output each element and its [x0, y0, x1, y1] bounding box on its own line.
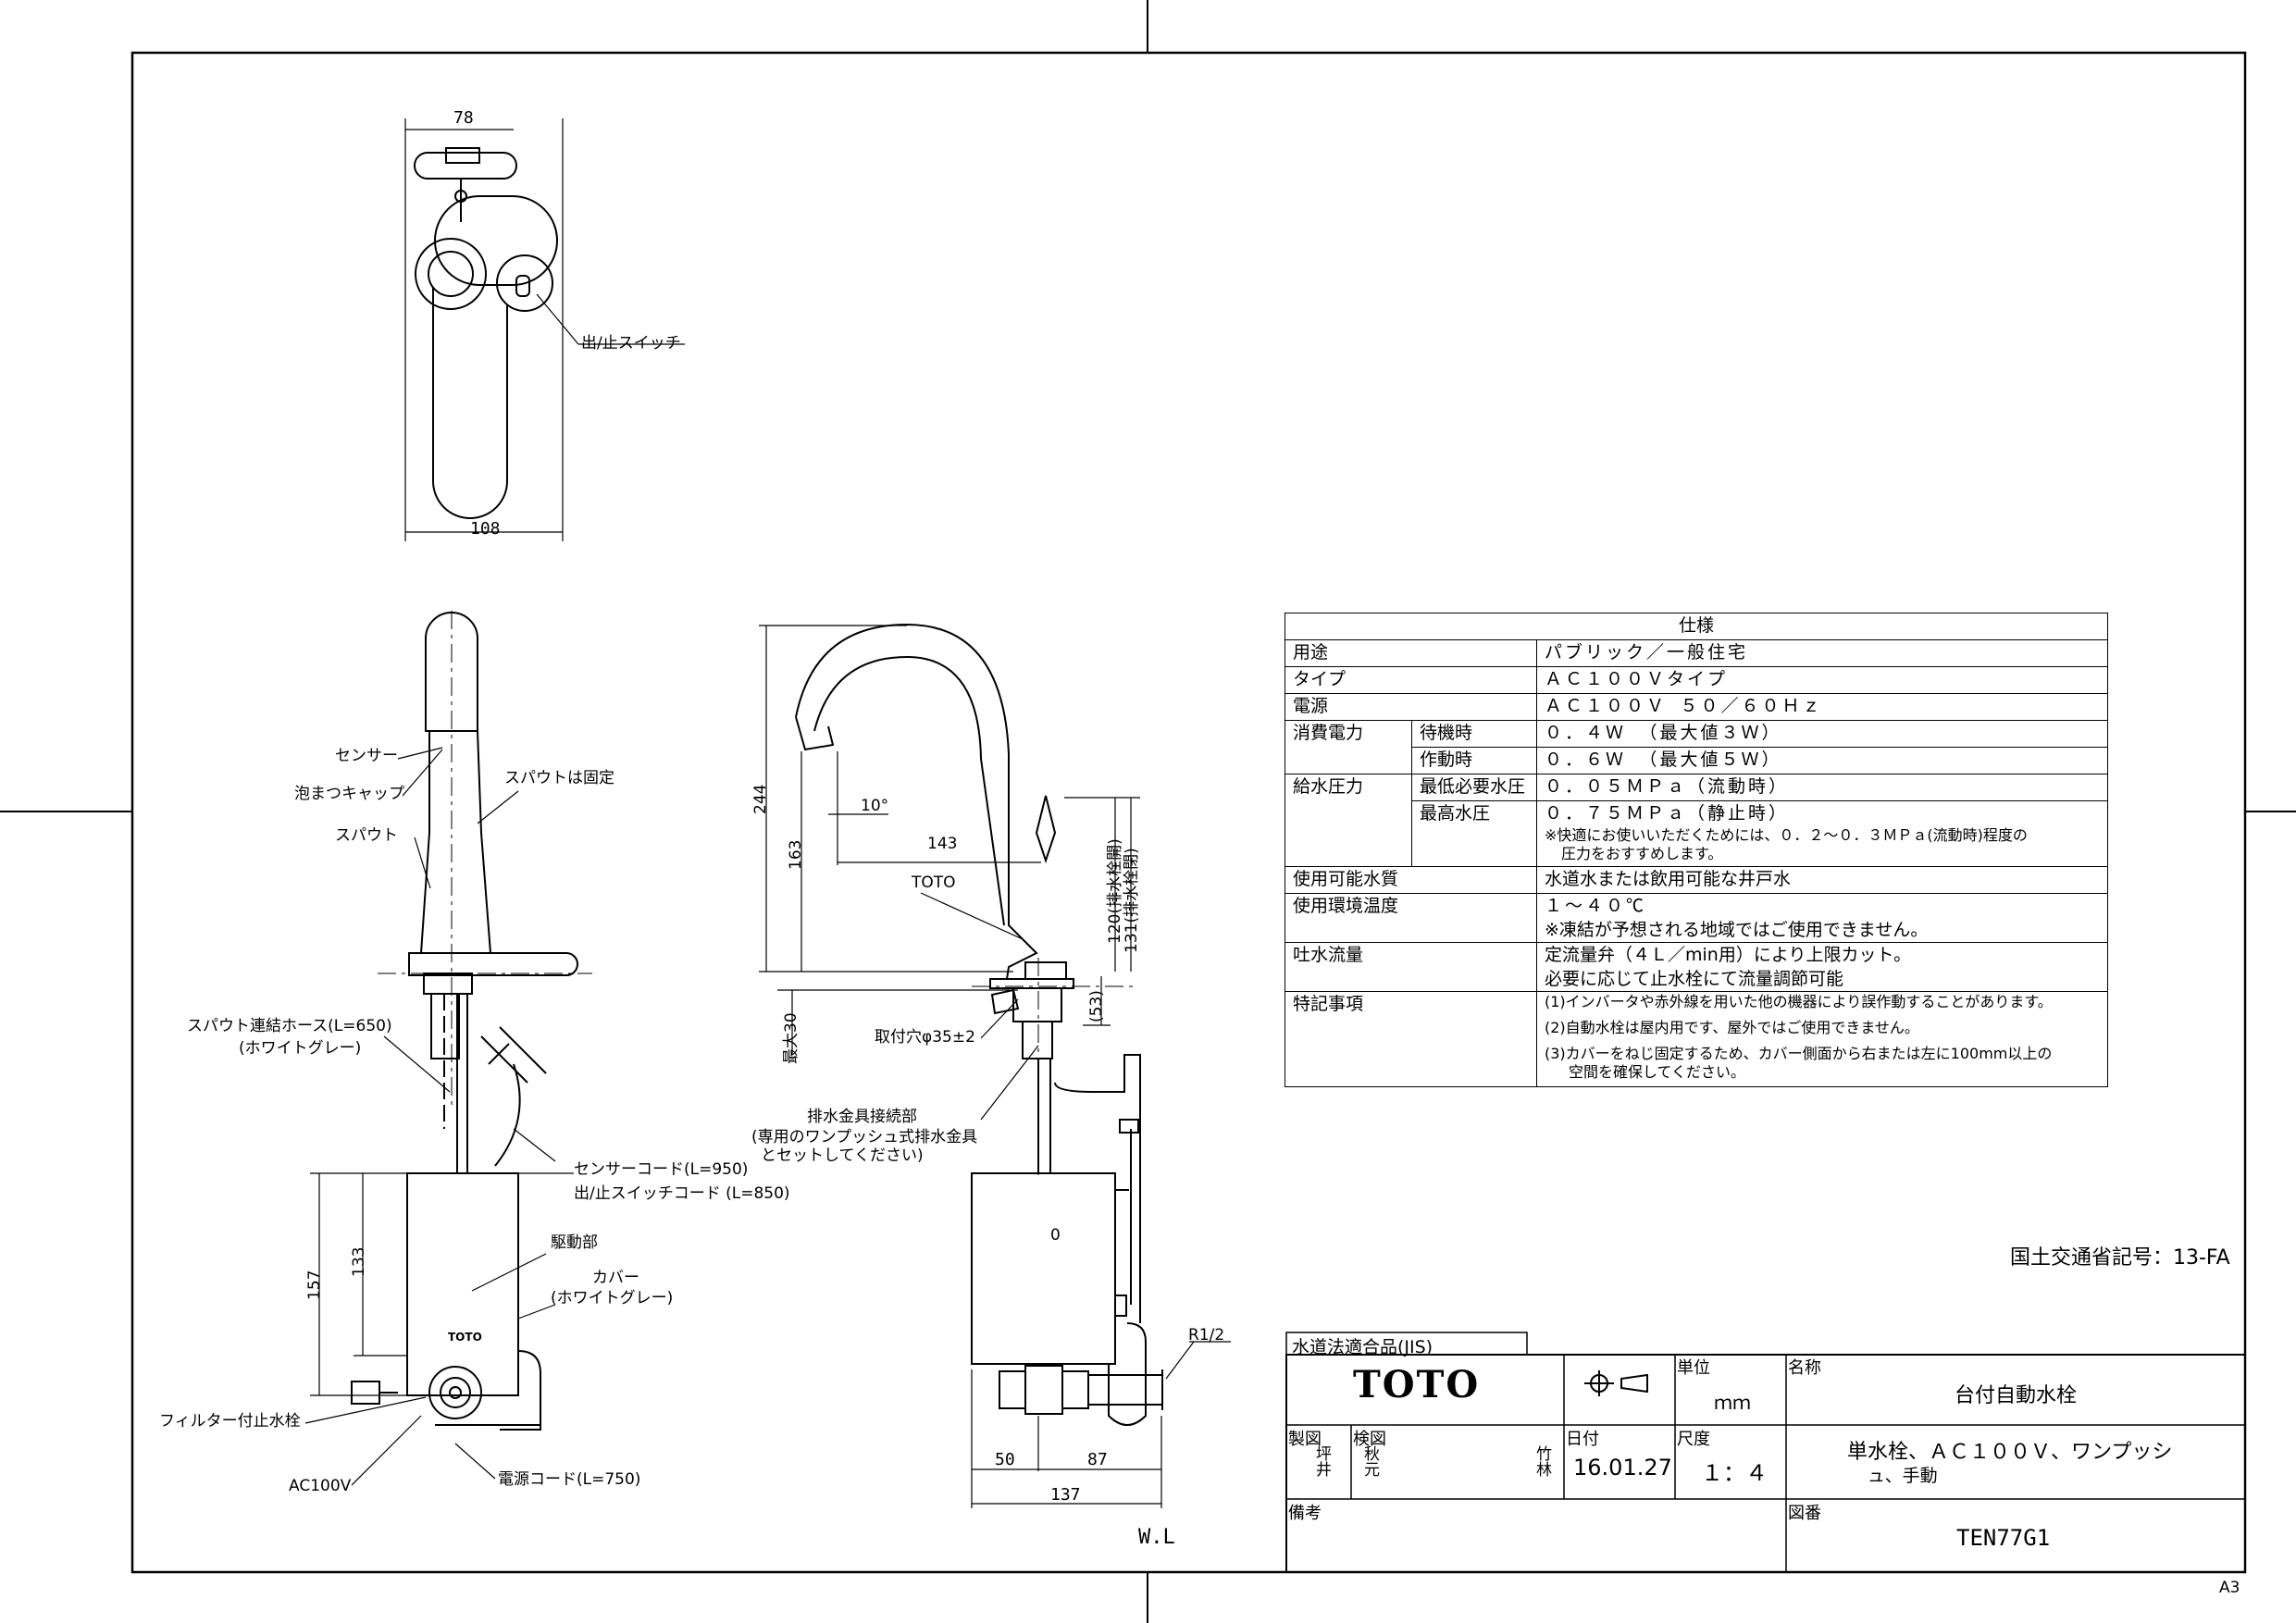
- spec-note: 圧力をおすすめします。: [1561, 845, 1723, 862]
- unit-logo: TOTO: [448, 1331, 482, 1344]
- spec-label: 用途: [1285, 639, 1537, 667]
- checked-by: 秋元: [1360, 1445, 1379, 1477]
- jis-mark: 水道法適合品(JIS): [1292, 1337, 1433, 1357]
- brand-logo: TOTO: [1353, 1363, 1481, 1406]
- label-sensor-cord: センサーコード(L=950): [574, 1160, 749, 1179]
- drawn-label: 製図: [1288, 1430, 1322, 1449]
- scale-label: 尺度: [1677, 1430, 1710, 1449]
- dim-10deg: 10°: [861, 797, 889, 815]
- label-cover-color: (ホワイトグレー): [551, 1289, 674, 1307]
- label-sensor: センサー: [335, 747, 398, 765]
- mlit-code: 国土交通省記号：13-FA: [2010, 1246, 2230, 1270]
- dim-87: 87: [1087, 1450, 1108, 1469]
- label-o-mark: 0: [1050, 1226, 1061, 1245]
- spec-title: 仕様: [1285, 613, 2108, 640]
- date-label: 日付: [1566, 1430, 1599, 1449]
- dim-143: 143: [927, 835, 958, 853]
- spec-note: (2)自動水栓は屋内用です、屋外ではご使用できません。: [1545, 1019, 1919, 1036]
- desc-line1: 単水栓、ＡＣ１００Ｖ、ワンプッシ: [1847, 1441, 2173, 1464]
- spec-sublabel: 作動時: [1411, 747, 1537, 774]
- label-mount-hole: 取付穴φ35±2: [875, 1028, 975, 1047]
- spec-note: ※凍結が予想される地域ではご使用できません。: [1545, 920, 1929, 940]
- dim-53: (53): [1087, 990, 1106, 1022]
- product-name: 台付自動水栓: [1955, 1384, 2078, 1407]
- remarks-label: 備考: [1288, 1504, 1322, 1523]
- drawing-no: TEN77G1: [1956, 1525, 2051, 1551]
- dim-157: 157: [305, 1270, 324, 1300]
- spec-label: タイプ: [1285, 666, 1537, 694]
- label-filter-valve: フィルター付止水栓: [159, 1412, 301, 1431]
- spec-value: ＡＣ１００Ｖ ５０／６０Ｈｚ: [1536, 693, 2108, 721]
- spec-value: 必要に応じて止水栓にて流量調節可能: [1545, 969, 1844, 989]
- label-spout-fixed: スパウトは固定: [504, 769, 614, 787]
- spec-value: ０．０５ＭＰａ（流動時）: [1536, 774, 2108, 801]
- label-drain-note2: とセットしてください): [761, 1146, 924, 1165]
- label-drive-unit: 駆動部: [551, 1233, 598, 1252]
- label-spout: スパウト: [335, 826, 398, 845]
- spec-sublabel: 最高水圧: [1411, 800, 1537, 867]
- spec-sublabel: 最低必要水圧: [1411, 774, 1537, 801]
- spec-note: 空間を確保してください。: [1569, 1063, 1746, 1081]
- date-value: 16.01.27: [1573, 1455, 1672, 1481]
- unit-label: 単位: [1677, 1358, 1710, 1378]
- spec-sublabel: 待機時: [1411, 720, 1537, 748]
- label-ac100v: AC100V: [289, 1477, 352, 1495]
- dim-108: 108: [470, 519, 501, 539]
- label-toto-front: TOTO: [912, 873, 956, 892]
- desc-line2: ュ、手動: [1868, 1466, 1938, 1486]
- label-power-cord: 電源コード(L=750): [498, 1470, 641, 1489]
- drawn-by: 坪井: [1312, 1445, 1331, 1477]
- spec-label: 特記事項: [1285, 991, 1537, 1087]
- spec-label: 吐水流量: [1285, 942, 1537, 992]
- spec-value: ０．６Ｗ （最大値５Ｗ）: [1536, 747, 2108, 774]
- label-switch: 出/止スイッチ: [581, 334, 681, 353]
- label-aerator-cap: 泡まつキャップ: [294, 785, 404, 803]
- dim-131: 131(排水栓閉): [1123, 848, 1141, 953]
- spec-value: 水道水または飲用可能な井戸水: [1536, 866, 2108, 894]
- unit-value: ｍｍ: [1714, 1392, 1751, 1414]
- spec-label: 使用可能水質: [1285, 866, 1537, 894]
- spec-value: 定流量弁（４Ｌ／min用）により上限カット。: [1545, 945, 1912, 965]
- waterline: W.L: [1138, 1526, 1175, 1549]
- dim-50: 50: [995, 1450, 1015, 1469]
- sheet-size: A3: [2219, 1579, 2240, 1597]
- label-cover: カバー: [592, 1269, 639, 1287]
- spec-value: ０．４Ｗ （最大値３Ｗ）: [1536, 720, 2108, 748]
- spec-label: 給水圧力: [1285, 774, 1412, 867]
- checked-label: 検図: [1353, 1430, 1386, 1449]
- dim-163: 163: [787, 839, 805, 870]
- spec-value: １～４０℃: [1545, 896, 1647, 916]
- dim-78: 78: [453, 108, 474, 128]
- spec-label: 消費電力: [1285, 720, 1412, 774]
- spec-label: 使用環境温度: [1285, 893, 1537, 943]
- drawing-no-label: 図番: [1788, 1504, 1821, 1523]
- spec-value: ０．７５ＭＰａ（静止時）: [1545, 803, 1790, 824]
- dim-244: 244: [751, 784, 770, 814]
- spec-note: (1)インバータや赤外線を用いた他の機器により誤作動することがあります。: [1545, 993, 2053, 1010]
- spec-note: (3)カバーをねじ固定するため、カバー側面から右または左に100mm以上の: [1545, 1045, 2053, 1062]
- dim-30: 最大30: [782, 1012, 800, 1064]
- name-label: 名称: [1788, 1358, 1821, 1378]
- label-r12: R1/2: [1188, 1326, 1225, 1344]
- label-hose: スパウト連結ホース(L=650): [187, 1017, 392, 1035]
- dim-133: 133: [350, 1246, 368, 1277]
- label-drain-note1: (専用のワンプッシュ式排水金具: [751, 1128, 978, 1146]
- approved-by: 竹林: [1533, 1445, 1551, 1477]
- spec-value: パブリック／一般住宅: [1536, 639, 2108, 667]
- dim-137: 137: [1050, 1485, 1081, 1505]
- spec-value: ＡＣ１００Ｖタイプ: [1536, 666, 2108, 694]
- spec-label: 電源: [1285, 693, 1537, 721]
- label-drain-conn: 排水金具接続部: [807, 1108, 917, 1126]
- label-switch-cord: 出/止スイッチコード (L=850): [574, 1184, 790, 1203]
- spec-note: ※快適にお使いいただくためには、０．２～０．３ＭＰａ(流動時)程度の: [1545, 826, 2028, 844]
- scale-value: １：４: [1701, 1460, 1768, 1486]
- label-hose-color: (ホワイトグレー): [239, 1039, 362, 1058]
